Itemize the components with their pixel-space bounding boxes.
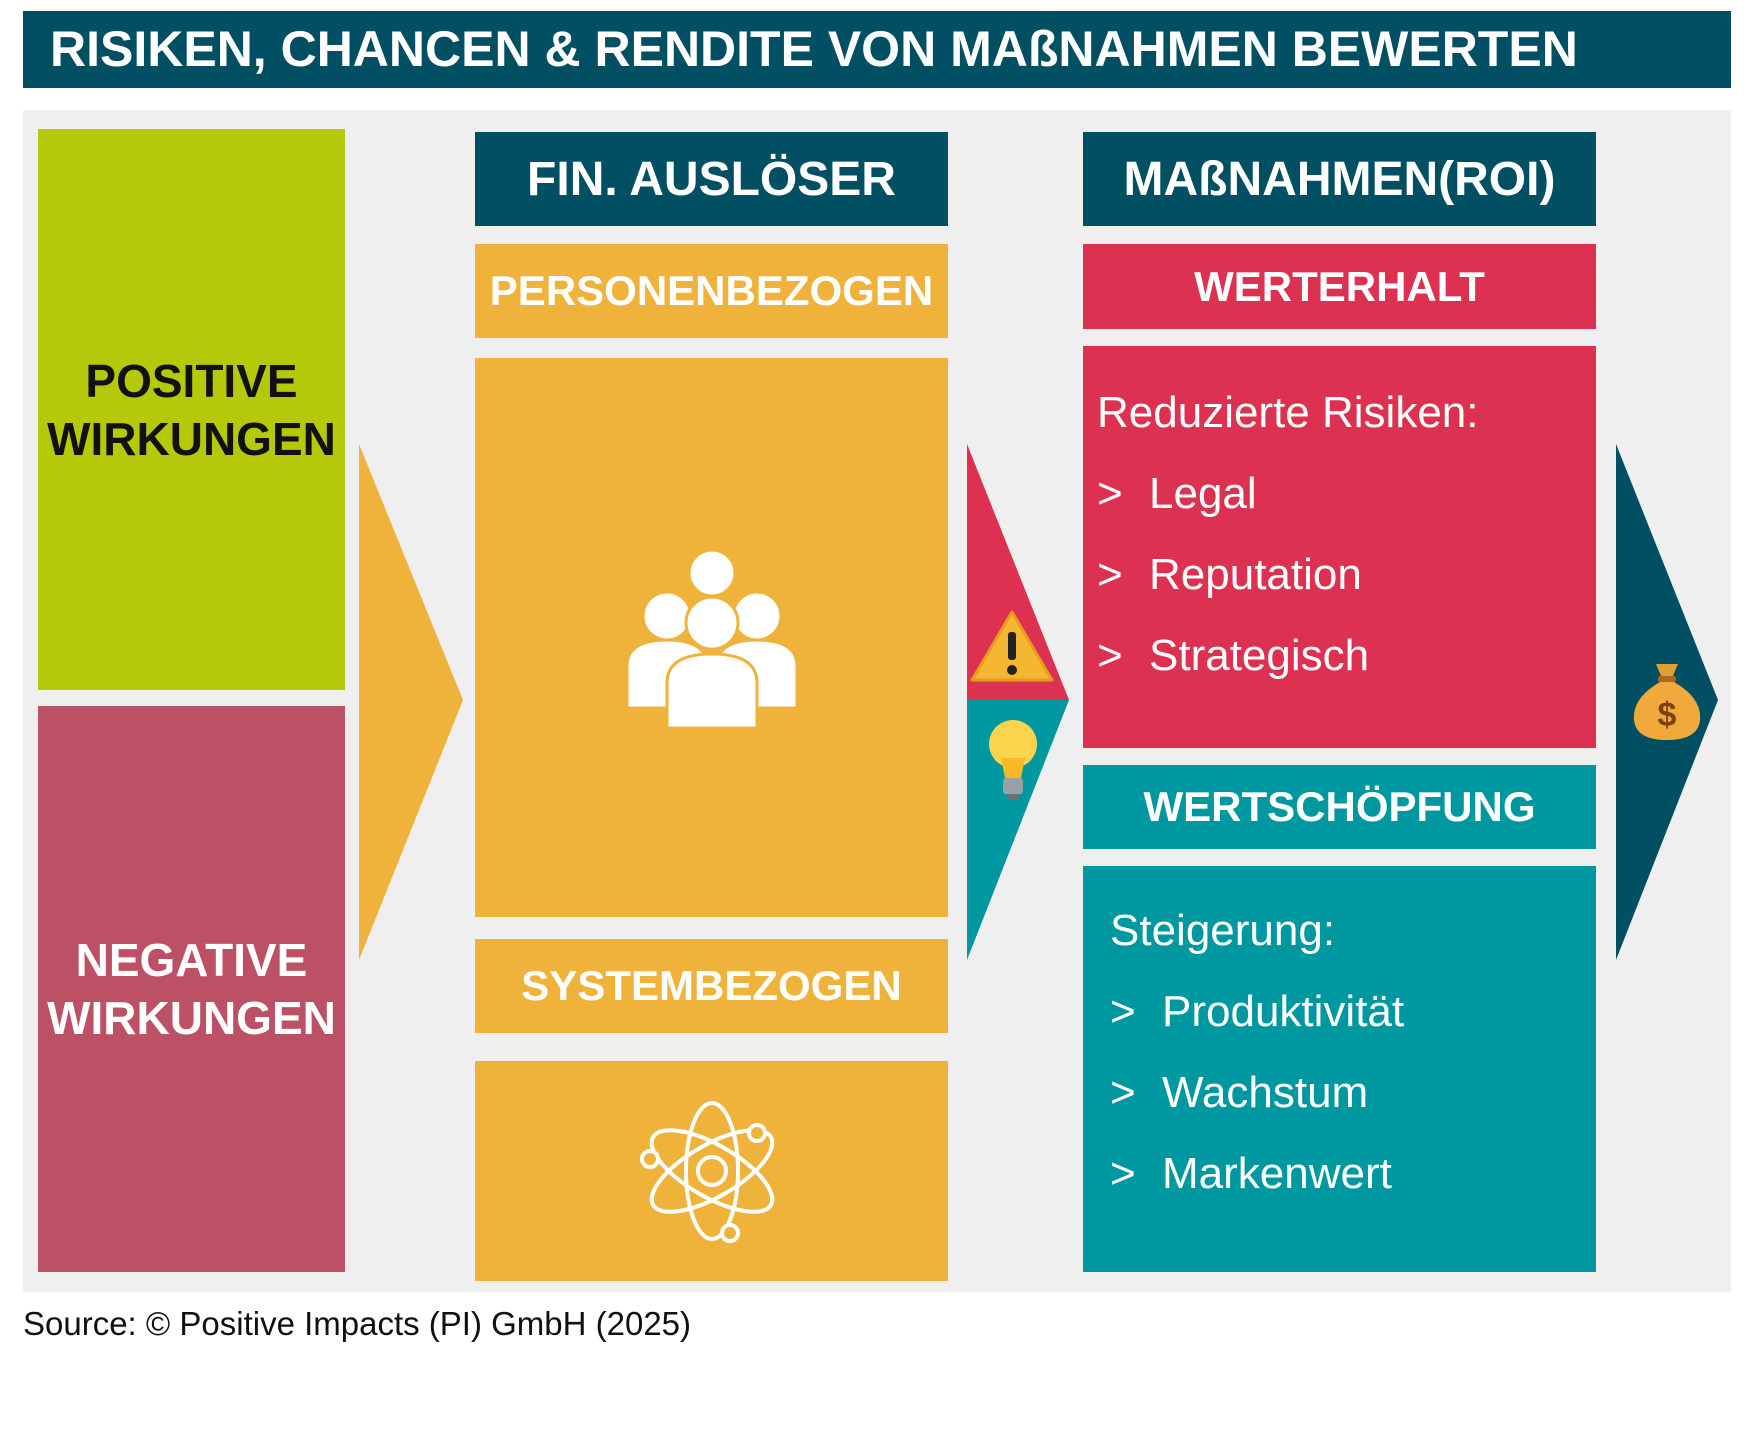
negative-label-line2: WIRKUNGEN (47, 992, 336, 1044)
bullet: > (1097, 550, 1123, 599)
negative-label-line1: NEGATIVE (75, 934, 308, 986)
item-strategic: Strategisch (1149, 631, 1370, 680)
preservation-intro: Reduzierte Risiken: (1097, 388, 1479, 437)
bullet: > (1110, 987, 1136, 1036)
bullet: > (1110, 1149, 1136, 1198)
triggers-header: FIN. AUSLÖSER (475, 132, 948, 226)
person-related-box (475, 358, 948, 917)
item-growth: Wachstum (1162, 1068, 1369, 1117)
warning-icon (970, 610, 1054, 682)
bullet: > (1110, 1068, 1136, 1117)
system-related-label: SYSTEMBEZOGEN (475, 939, 948, 1033)
money-bag-icon: $ (1633, 664, 1701, 740)
system-related-box (475, 1061, 948, 1281)
negative-impacts-box: NEGATIVE WIRKUNGEN (38, 706, 345, 1272)
item-reputation: Reputation (1149, 550, 1362, 599)
item-brand-value: Markenwert (1162, 1149, 1392, 1198)
risk-opportunity-arrow (967, 444, 1069, 960)
atom-icon (639, 1101, 774, 1243)
value-preservation-box: Reduzierte Risiken: > Legal > Reputation >… (1083, 346, 1596, 748)
svg-text:$: $ (1658, 696, 1677, 734)
bullet: > (1097, 631, 1123, 680)
list-item: > Legal (1097, 453, 1596, 534)
positive-impacts-box: POSITIVE WIRKUNGEN (38, 129, 345, 690)
value-creation-box: Steigerung: > Produktivität > Wachstum > Ma… (1083, 866, 1596, 1272)
item-productivity: Produktivität (1162, 987, 1405, 1036)
source-caption: Source: © Positive Impacts (PI) GmbH (20… (23, 1305, 692, 1342)
list-item: > Wachstum (1110, 1052, 1596, 1133)
yellow-arrow (359, 444, 463, 960)
list-item: > Produktivität (1110, 971, 1596, 1052)
item-legal: Legal (1149, 469, 1257, 518)
list-item: > Reputation (1097, 534, 1596, 615)
list-item: > Markenwert (1110, 1133, 1596, 1214)
value-preservation-header: WERTERHALT (1083, 244, 1596, 329)
value-creation-header: WERTSCHÖPFUNG (1083, 765, 1596, 849)
creation-intro: Steigerung: (1110, 906, 1336, 955)
lightbulb-icon (989, 720, 1037, 800)
list-item: > Strategisch (1097, 615, 1596, 696)
positive-label-line2: WIRKUNGEN (47, 412, 336, 465)
people-group-icon (626, 548, 797, 728)
measures-header: MAßNAHMEN(ROI) (1083, 132, 1596, 226)
positive-label-line1: POSITIVE (85, 354, 298, 407)
page-title: RISIKEN, CHANCEN & RENDITE VON MAßNAHMEN… (23, 11, 1731, 88)
person-related-label: PERSONENBEZOGEN (475, 244, 948, 338)
bullet: > (1097, 469, 1123, 518)
